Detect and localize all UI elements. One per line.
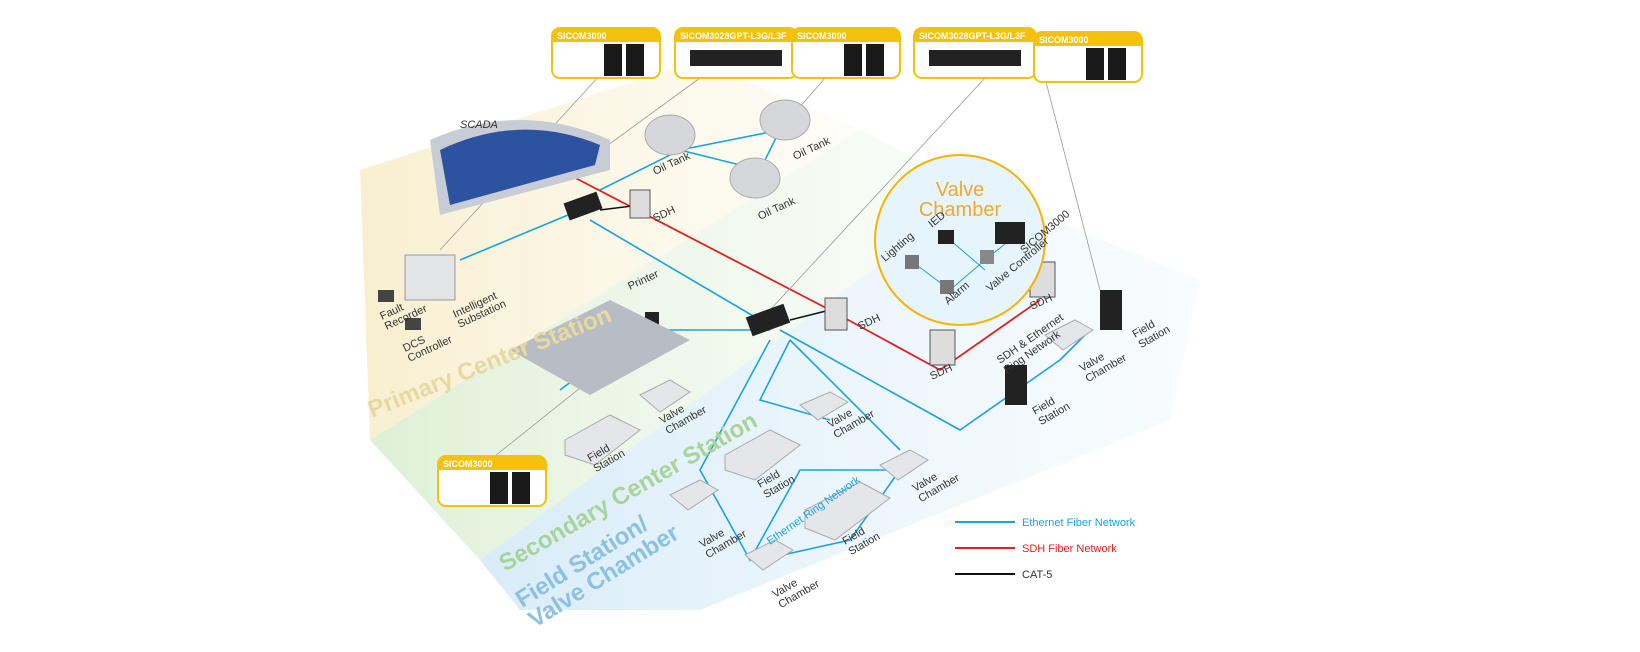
oil-tanks [644, 99, 811, 199]
valve-chamber-title: Valve [936, 179, 985, 201]
product-callouts: SICOM3000 SICOM3028GPT-L3G/L3F SICOM3000… [437, 27, 1143, 507]
product-label: SICOM3028GPT-L3G/L3F [680, 31, 787, 41]
industrial-switch-icon [512, 472, 530, 504]
product-label: SICOM3028GPT-L3G/L3F [919, 31, 1026, 41]
product-label: SICOM3000 [1039, 35, 1089, 45]
scada-label: SCADA [460, 119, 498, 131]
fault-recorder [378, 290, 394, 302]
legend-label-cat5: CAT-5 [1022, 569, 1052, 581]
sdh-links [559, 169, 1041, 372]
product-callout: SICOM3028GPT-L3G/L3F [674, 27, 798, 79]
network-devices [563, 189, 1122, 405]
rack-switch-icon [690, 50, 782, 66]
dcs-controller [405, 318, 421, 330]
product-callout: SICOM3000 [437, 455, 547, 507]
valve-controller-icon [980, 250, 994, 264]
industrial-switch-icon [866, 44, 884, 76]
industrial-switch-icon [604, 44, 622, 76]
product-callout: SICOM3000 [551, 27, 661, 79]
product-label: SICOM3000 [797, 31, 847, 41]
product-callout: SICOM3000 [791, 27, 901, 79]
scada-control-room: SCADA [430, 119, 610, 215]
ied-icon [938, 230, 954, 244]
field-station-racks [564, 319, 1094, 571]
intelligent-substation [404, 254, 456, 301]
legend-label-ethernet: Ethernet Fiber Network [1022, 517, 1136, 529]
product-label: SICOM3000 [443, 459, 493, 469]
alarm-icon [940, 280, 954, 294]
product-callout: SICOM3028GPT-L3G/L3F [913, 27, 1037, 79]
industrial-switch-icon [844, 44, 862, 76]
legend: Ethernet Fiber Network SDH Fiber Network… [955, 517, 1136, 581]
primary-station-floor [510, 300, 690, 395]
legend-label-sdh: SDH Fiber Network [1022, 543, 1117, 555]
rack-switch-icon [929, 50, 1021, 66]
industrial-switch-icon [1108, 48, 1126, 80]
industrial-switch-icon [490, 472, 508, 504]
valve-chamber-title: Chamber [919, 199, 1002, 221]
lighting-icon [905, 255, 919, 269]
industrial-switch-icon [626, 44, 644, 76]
product-callout: SICOM3000 [1033, 31, 1143, 83]
product-label: SICOM3000 [557, 31, 607, 41]
industrial-switch-icon [1086, 48, 1104, 80]
sicom3000-icon [995, 222, 1025, 244]
